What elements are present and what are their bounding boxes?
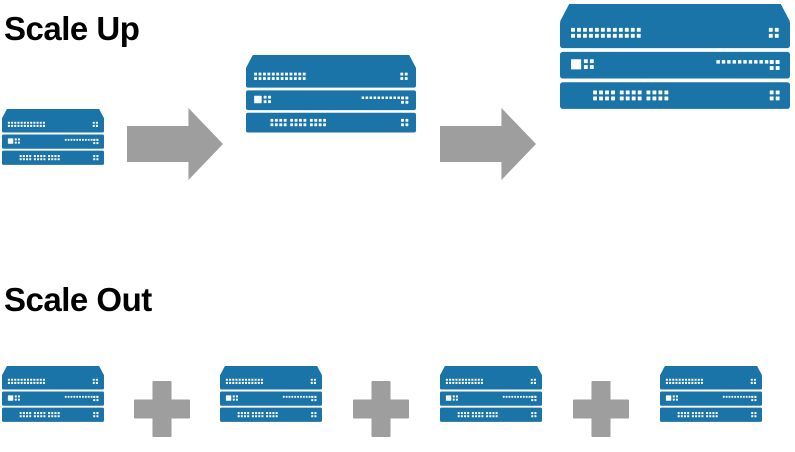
scale-up-group [2, 4, 790, 180]
scale-up-title: Scale Up [4, 10, 140, 47]
server-unit-middle [220, 391, 322, 406]
server-unit-top [440, 374, 542, 390]
server-unit-middle [560, 51, 790, 79]
server-unit-top [560, 20, 790, 49]
server-stack-small [660, 366, 762, 422]
server-stack-small [2, 366, 104, 422]
arrow-right-icon [440, 108, 536, 180]
server-unit-bottom [660, 407, 762, 422]
server-stack-small [2, 109, 104, 165]
server-unit-bottom [440, 407, 542, 422]
server-unit-middle [440, 391, 542, 406]
plus-icon [353, 381, 409, 437]
server-unit-top [2, 117, 104, 133]
server-stack-small [220, 366, 322, 422]
server-unit-bottom [2, 150, 104, 165]
server-unit-middle [2, 391, 104, 406]
server-unit-top [220, 374, 322, 390]
plus-icon [134, 381, 190, 437]
scale-out-group [2, 366, 762, 437]
plus-icon [573, 381, 629, 437]
server-unit-middle [660, 391, 762, 406]
server-unit-bottom [246, 112, 416, 133]
arrow-right-icon [127, 108, 223, 180]
server-unit-top [2, 374, 104, 390]
server-stack-large [560, 4, 790, 109]
server-unit-bottom [220, 407, 322, 422]
scale-out-title: Scale Out [4, 281, 152, 318]
server-unit-bottom [560, 82, 790, 109]
server-stack-medium [246, 55, 416, 133]
server-unit-bottom [2, 407, 104, 422]
server-unit-top [246, 66, 416, 88]
server-stack-small [440, 366, 542, 422]
server-unit-top [660, 374, 762, 390]
server-unit-middle [246, 90, 416, 111]
server-unit-middle [2, 134, 104, 149]
